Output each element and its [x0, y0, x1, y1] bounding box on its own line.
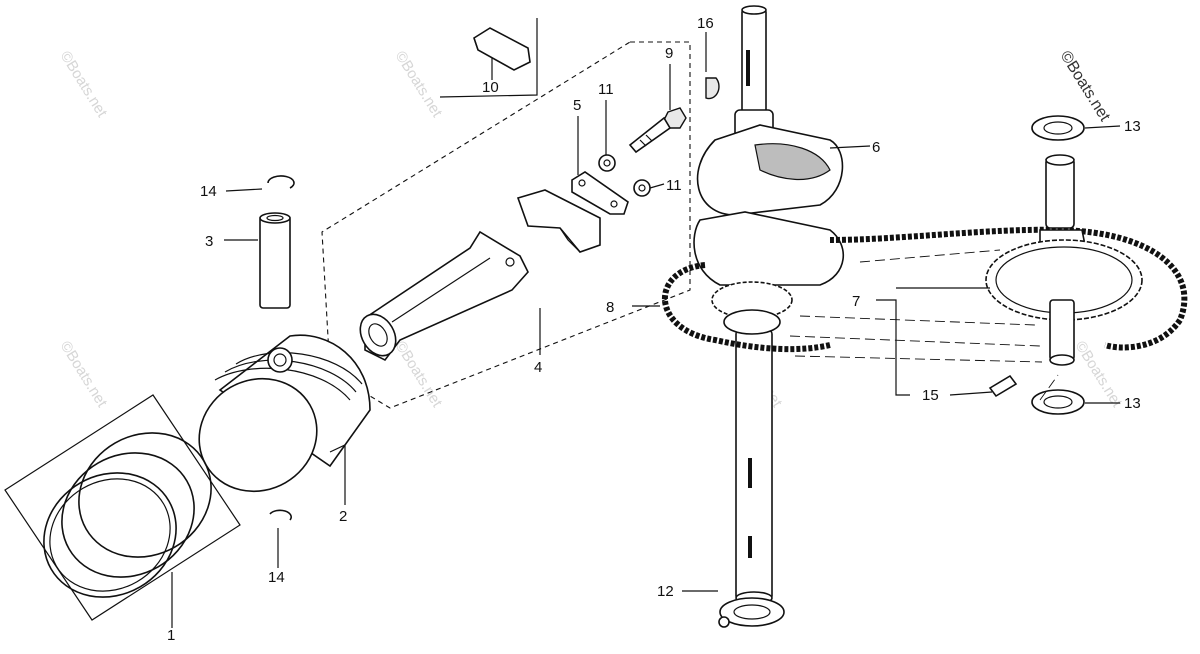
watermark-2: ©Boats.net: [392, 48, 446, 121]
ring-set-box: [4, 394, 241, 621]
callout-14-upper: 14: [200, 183, 217, 200]
callout-6: 6: [872, 139, 880, 156]
callout-1: 1: [167, 627, 175, 644]
crank-sprocket-part: [711, 281, 793, 335]
bracket-10: [439, 18, 538, 98]
callout-2: 2: [339, 508, 347, 525]
circlip-lower: [269, 509, 292, 521]
piston-ring-set-part: [43, 432, 212, 598]
callout-11-lower: 11: [666, 177, 682, 194]
callout-13-lower: 13: [1124, 395, 1141, 412]
leader-lines: [171, 32, 1121, 628]
callout-8: 8: [606, 299, 614, 316]
callout-10: 10: [482, 79, 499, 96]
alignment-lines: [789, 249, 1059, 401]
rod-kit-bracket: [321, 41, 691, 409]
rod-cap-part: [516, 189, 601, 253]
piston-pin-part: [259, 212, 291, 309]
watermark-3: ©Boats.net: [57, 338, 111, 411]
bolt-part: [628, 107, 687, 154]
lock-washer-lower: [633, 179, 651, 197]
piston-part: [198, 334, 371, 493]
thrust-washer-part: [718, 597, 785, 628]
callout-3: 3: [205, 233, 213, 250]
callout-5: 5: [573, 97, 581, 114]
washer-upper: [1031, 115, 1085, 141]
callout-14-lower: 14: [268, 569, 285, 586]
callout-11-upper: 11: [598, 81, 614, 98]
callout-7: 7: [852, 293, 860, 310]
callout-labels: 1 2 3 4 5 6 7 8 9 10 11 11 12 13 13 14 1…: [167, 15, 1141, 644]
camshaft-part: [985, 154, 1143, 366]
crankshaft-part: [693, 5, 844, 605]
lock-plate-part: [473, 27, 531, 71]
dipper-plate-part: [571, 171, 629, 215]
dowel-pin-part: [988, 374, 1018, 398]
watermark-1: ©Boats.net: [57, 48, 111, 121]
watermark-7: ©Boats.net: [1057, 48, 1114, 125]
callout-16: 16: [697, 15, 714, 32]
connecting-rod-part: [359, 230, 529, 362]
circlip-upper: [267, 175, 295, 189]
watermark-4: ©Boats.net: [392, 338, 446, 411]
lock-washer-upper: [598, 154, 616, 172]
callout-9: 9: [665, 45, 673, 62]
drive-chain-part: [662, 226, 1188, 353]
woodruff-key-part: [705, 77, 720, 100]
callout-4: 4: [534, 359, 542, 376]
callout-13-upper: 13: [1124, 118, 1141, 135]
callout-15: 15: [922, 387, 939, 404]
washer-lower: [1031, 389, 1085, 415]
callout-12: 12: [657, 583, 674, 600]
